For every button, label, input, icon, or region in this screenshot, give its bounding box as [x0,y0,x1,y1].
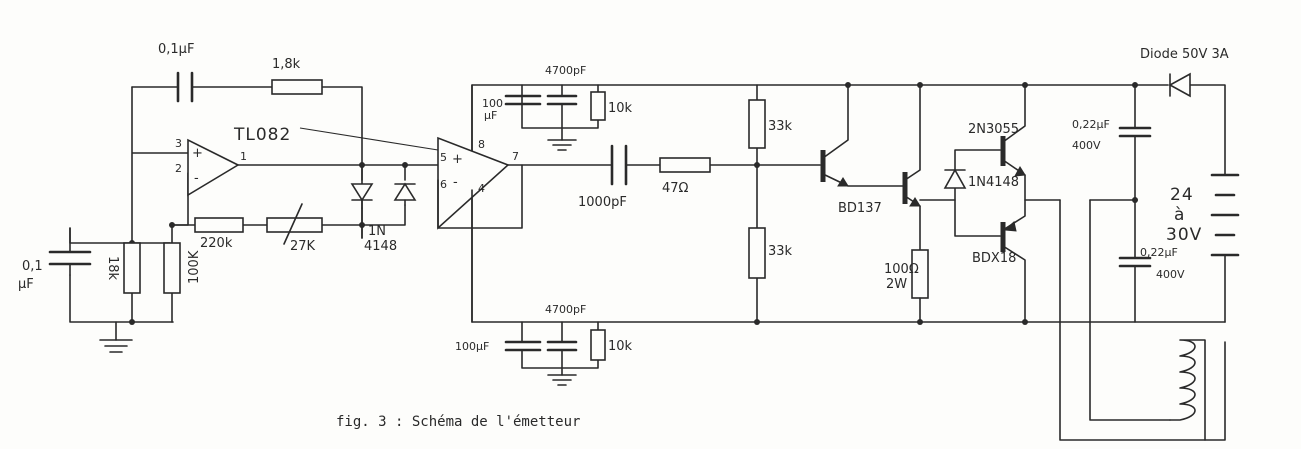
resistor-feedback-label: 1,8k [272,57,301,72]
battery [1210,173,1240,323]
coil [1169,339,1206,441]
opamp-2-pin8: 8 [478,138,485,151]
capacitor-022-top-label-1: 0,22µF [1072,118,1110,131]
resistor-220k [194,217,244,233]
resistor-10k-bottom [590,329,606,361]
transistor-bdx18-label: BDX18 [972,251,1016,266]
capacitor-022-bottom-label-1: 0,22µF [1140,246,1178,259]
opamp-2-pin5: 5 [440,151,447,164]
resistor-100k [163,242,181,294]
opamp-2-triangle [437,136,510,230]
resistor-feedback [271,79,323,95]
resistor-33k-top [748,99,766,149]
diode-pair [350,182,417,209]
diode-pair-label-2: 4148 [364,239,397,254]
diode-1n4148-label: 1N4148 [968,175,1019,190]
opamp-1-pin2: 2 [175,162,182,175]
battery-label-3: 30V [1166,225,1202,245]
driver-stage: 5 6 7 8 4 + - 4700pF 100 µF 10k 4700pF 1… [437,64,1226,386]
transistor-bd137-label: BD137 [838,201,882,216]
potentiometer-27k [266,217,323,233]
capacitor-4700-bottom-label: 4700pF [545,303,586,316]
resistor-10k-top [590,91,606,121]
capacitor-1000pf [610,144,628,186]
resistor-100ohm-label-2: 2W [886,277,907,292]
input-stage: 3 2 1 + - TL082 0,1µF 1,8k 0,1 µF 18k 10… [18,42,439,353]
capacitor-feedback-label: 0,1µF [158,42,194,57]
opamp-1-triangle [187,138,240,197]
capacitor-100-bottom-label: 100µF [455,340,489,353]
battery-label-2: à [1174,205,1185,225]
diode-pair-label-1: 1N [368,224,386,239]
capacitor-100-top-label-2: µF [484,109,497,122]
capacitor-1000pf-label: 1000pF [578,195,627,210]
capacitor-input-label-1: 0,1 [22,259,43,274]
capacitor-4700-top-label: 4700pF [545,64,586,77]
capacitor-feedback [176,71,194,103]
opamp-1-pin1: 1 [240,150,247,163]
resistor-100ohm-label-1: 100Ω [884,262,919,277]
resistor-10k-bottom-label: 10k [608,339,633,354]
opamp-2-plus: + [452,152,463,167]
capacitor-100-top-label-1: 100 [482,97,503,110]
resistor-33k-bottom [748,227,766,279]
resistor-18k-label: 18k [105,256,120,281]
power-stage: BD137 100Ω 2W 1N4148 2N3055 BDX18 [820,47,1240,441]
battery-label-1: 24 [1170,185,1194,205]
opamp-2-pin4: 4 [478,182,485,195]
resistor-47ohm [659,157,711,173]
resistor-18k [123,242,141,294]
opamp-1-plus: + [192,146,203,161]
capacitor-input [48,250,92,266]
capacitor-022-bottom-label-2: 400V [1156,268,1185,281]
diode-50v [1168,72,1191,98]
resistor-220k-label: 220k [200,236,233,251]
figure-caption: fig. 3 : Schéma de l'émetteur [336,414,580,430]
potentiometer-27k-label: 27K [290,239,316,254]
opamp-label: TL082 [233,125,291,145]
transistor-2n3055-label: 2N3055 [968,122,1019,137]
resistor-100k-label: 100K [187,250,202,284]
capacitor-input-label-2: µF [18,277,34,292]
opamp-1-minus: - [194,171,199,186]
opamp-2-pin6: 6 [440,178,447,191]
opamp-2-minus: - [453,175,458,190]
opamp-1-pin3: 3 [175,137,182,150]
resistor-33k-top-label: 33k [768,119,793,134]
capacitor-022-top-label-2: 400V [1072,139,1101,152]
resistor-47ohm-label: 47Ω [662,181,689,196]
diode-50v-label: Diode 50V 3A [1140,47,1229,62]
resistor-10k-top-label: 10k [608,101,633,116]
resistor-33k-bottom-label: 33k [768,244,793,259]
opamp-2-pin7: 7 [512,150,519,163]
